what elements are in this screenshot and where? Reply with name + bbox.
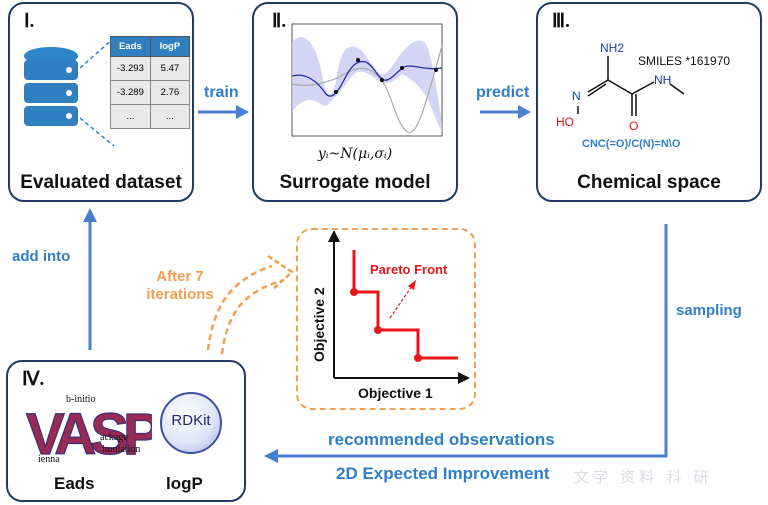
pareto-ylabel: Objective 2 xyxy=(311,287,327,362)
pareto-box: Pareto Front Objective 1 Objective 2 xyxy=(296,228,476,410)
panel-chemical-space: Ⅲ. NH2 N HO NH O SMILES *161970 CNC(=O)/… xyxy=(536,2,762,202)
table-cell: -3.289 xyxy=(110,80,151,105)
recommended-label: recommended observations xyxy=(328,430,555,449)
improvement-label: 2D Expected Improvement xyxy=(336,464,550,483)
database-icon xyxy=(24,47,78,126)
vasp-logo-image: VASP xyxy=(25,401,152,467)
rdkit-label: logP xyxy=(166,474,203,493)
atom-nh2: NH2 xyxy=(600,41,624,55)
table-cell: ... xyxy=(149,104,191,129)
table-header-logp: logP xyxy=(149,36,191,57)
panel-evaluation-tools: Ⅳ. VASP b-initio ackage imulation ienna … xyxy=(6,360,246,502)
panel-surrogate-model: Ⅱ. yᵢ~N(μᵢ,σᵢ) Surrogate model xyxy=(252,2,458,202)
vasp-line: ackage xyxy=(100,432,128,443)
panel-caption: Evaluated dataset xyxy=(20,172,182,193)
table-cell: ... xyxy=(110,104,151,129)
table-header-row: Eads logP xyxy=(110,36,191,57)
confidence-band xyxy=(292,36,442,132)
atom-o: O xyxy=(629,119,638,133)
atom-ho: HO xyxy=(556,115,574,129)
gaussian-process-plot xyxy=(291,23,443,137)
pareto-title: Pareto Front xyxy=(370,262,448,277)
panel-evaluated-dataset: Ⅰ. Eads logP -3.293 5.47 -3.289 2.76 xyxy=(8,2,194,202)
table-header-eads: Eads xyxy=(110,36,151,57)
panel-number: Ⅱ. xyxy=(272,11,287,32)
atom-nh: NH xyxy=(654,73,671,87)
pareto-xlabel: Objective 1 xyxy=(358,385,433,401)
table-cell: -3.293 xyxy=(110,56,151,81)
watermark: 文字 资料 科 研 xyxy=(574,469,713,486)
table-row: ... ... xyxy=(110,104,191,129)
vasp-line: ienna xyxy=(38,454,60,465)
rdkit-logo-text: RDKit xyxy=(171,412,211,429)
gp-formula: yᵢ~N(μᵢ,σᵢ) xyxy=(317,146,393,162)
train-label: train xyxy=(204,84,239,101)
panel-number: Ⅲ. xyxy=(552,11,570,32)
after-iterations-label: After 7 iterations xyxy=(146,268,214,303)
sampling-label: sampling xyxy=(676,302,742,319)
dataset-table: Eads logP -3.293 5.47 -3.289 2.76 ... ..… xyxy=(110,36,191,129)
atom-n: N xyxy=(572,89,581,103)
vasp-label: Eads xyxy=(54,474,95,493)
rdkit-logo: RDKit xyxy=(160,392,222,454)
table-row: -3.293 5.47 xyxy=(110,56,191,81)
svg-text:VASP: VASP xyxy=(26,402,152,467)
predict-label: predict xyxy=(476,84,530,101)
panel-caption: Surrogate model xyxy=(279,172,431,193)
panel-number: Ⅳ. xyxy=(22,369,45,390)
molecule-structure: NH2 N HO NH O xyxy=(556,41,685,133)
mean-prediction xyxy=(291,60,443,97)
panel-caption: Chemical space xyxy=(577,172,721,193)
smiles-string: CNC(=O)/C(N)=N\O xyxy=(582,138,681,150)
smiles-id: SMILES *161970 xyxy=(638,54,731,68)
vasp-line: b-initio xyxy=(66,394,96,405)
panel-number: Ⅰ. xyxy=(24,11,35,32)
add-into-label: add into xyxy=(12,248,71,265)
vasp-line: imulation xyxy=(102,444,141,455)
table-cell: 2.76 xyxy=(149,80,191,105)
pareto-plot: Pareto Front Objective 1 Objective 2 xyxy=(311,230,470,401)
zoom-lines xyxy=(80,37,115,147)
table-cell: 5.47 xyxy=(149,56,191,81)
table-row: -3.289 2.76 xyxy=(110,80,191,105)
vasp-logo: VASP b-initio ackage imulation ienna xyxy=(22,392,152,468)
true-function xyxy=(291,45,443,133)
